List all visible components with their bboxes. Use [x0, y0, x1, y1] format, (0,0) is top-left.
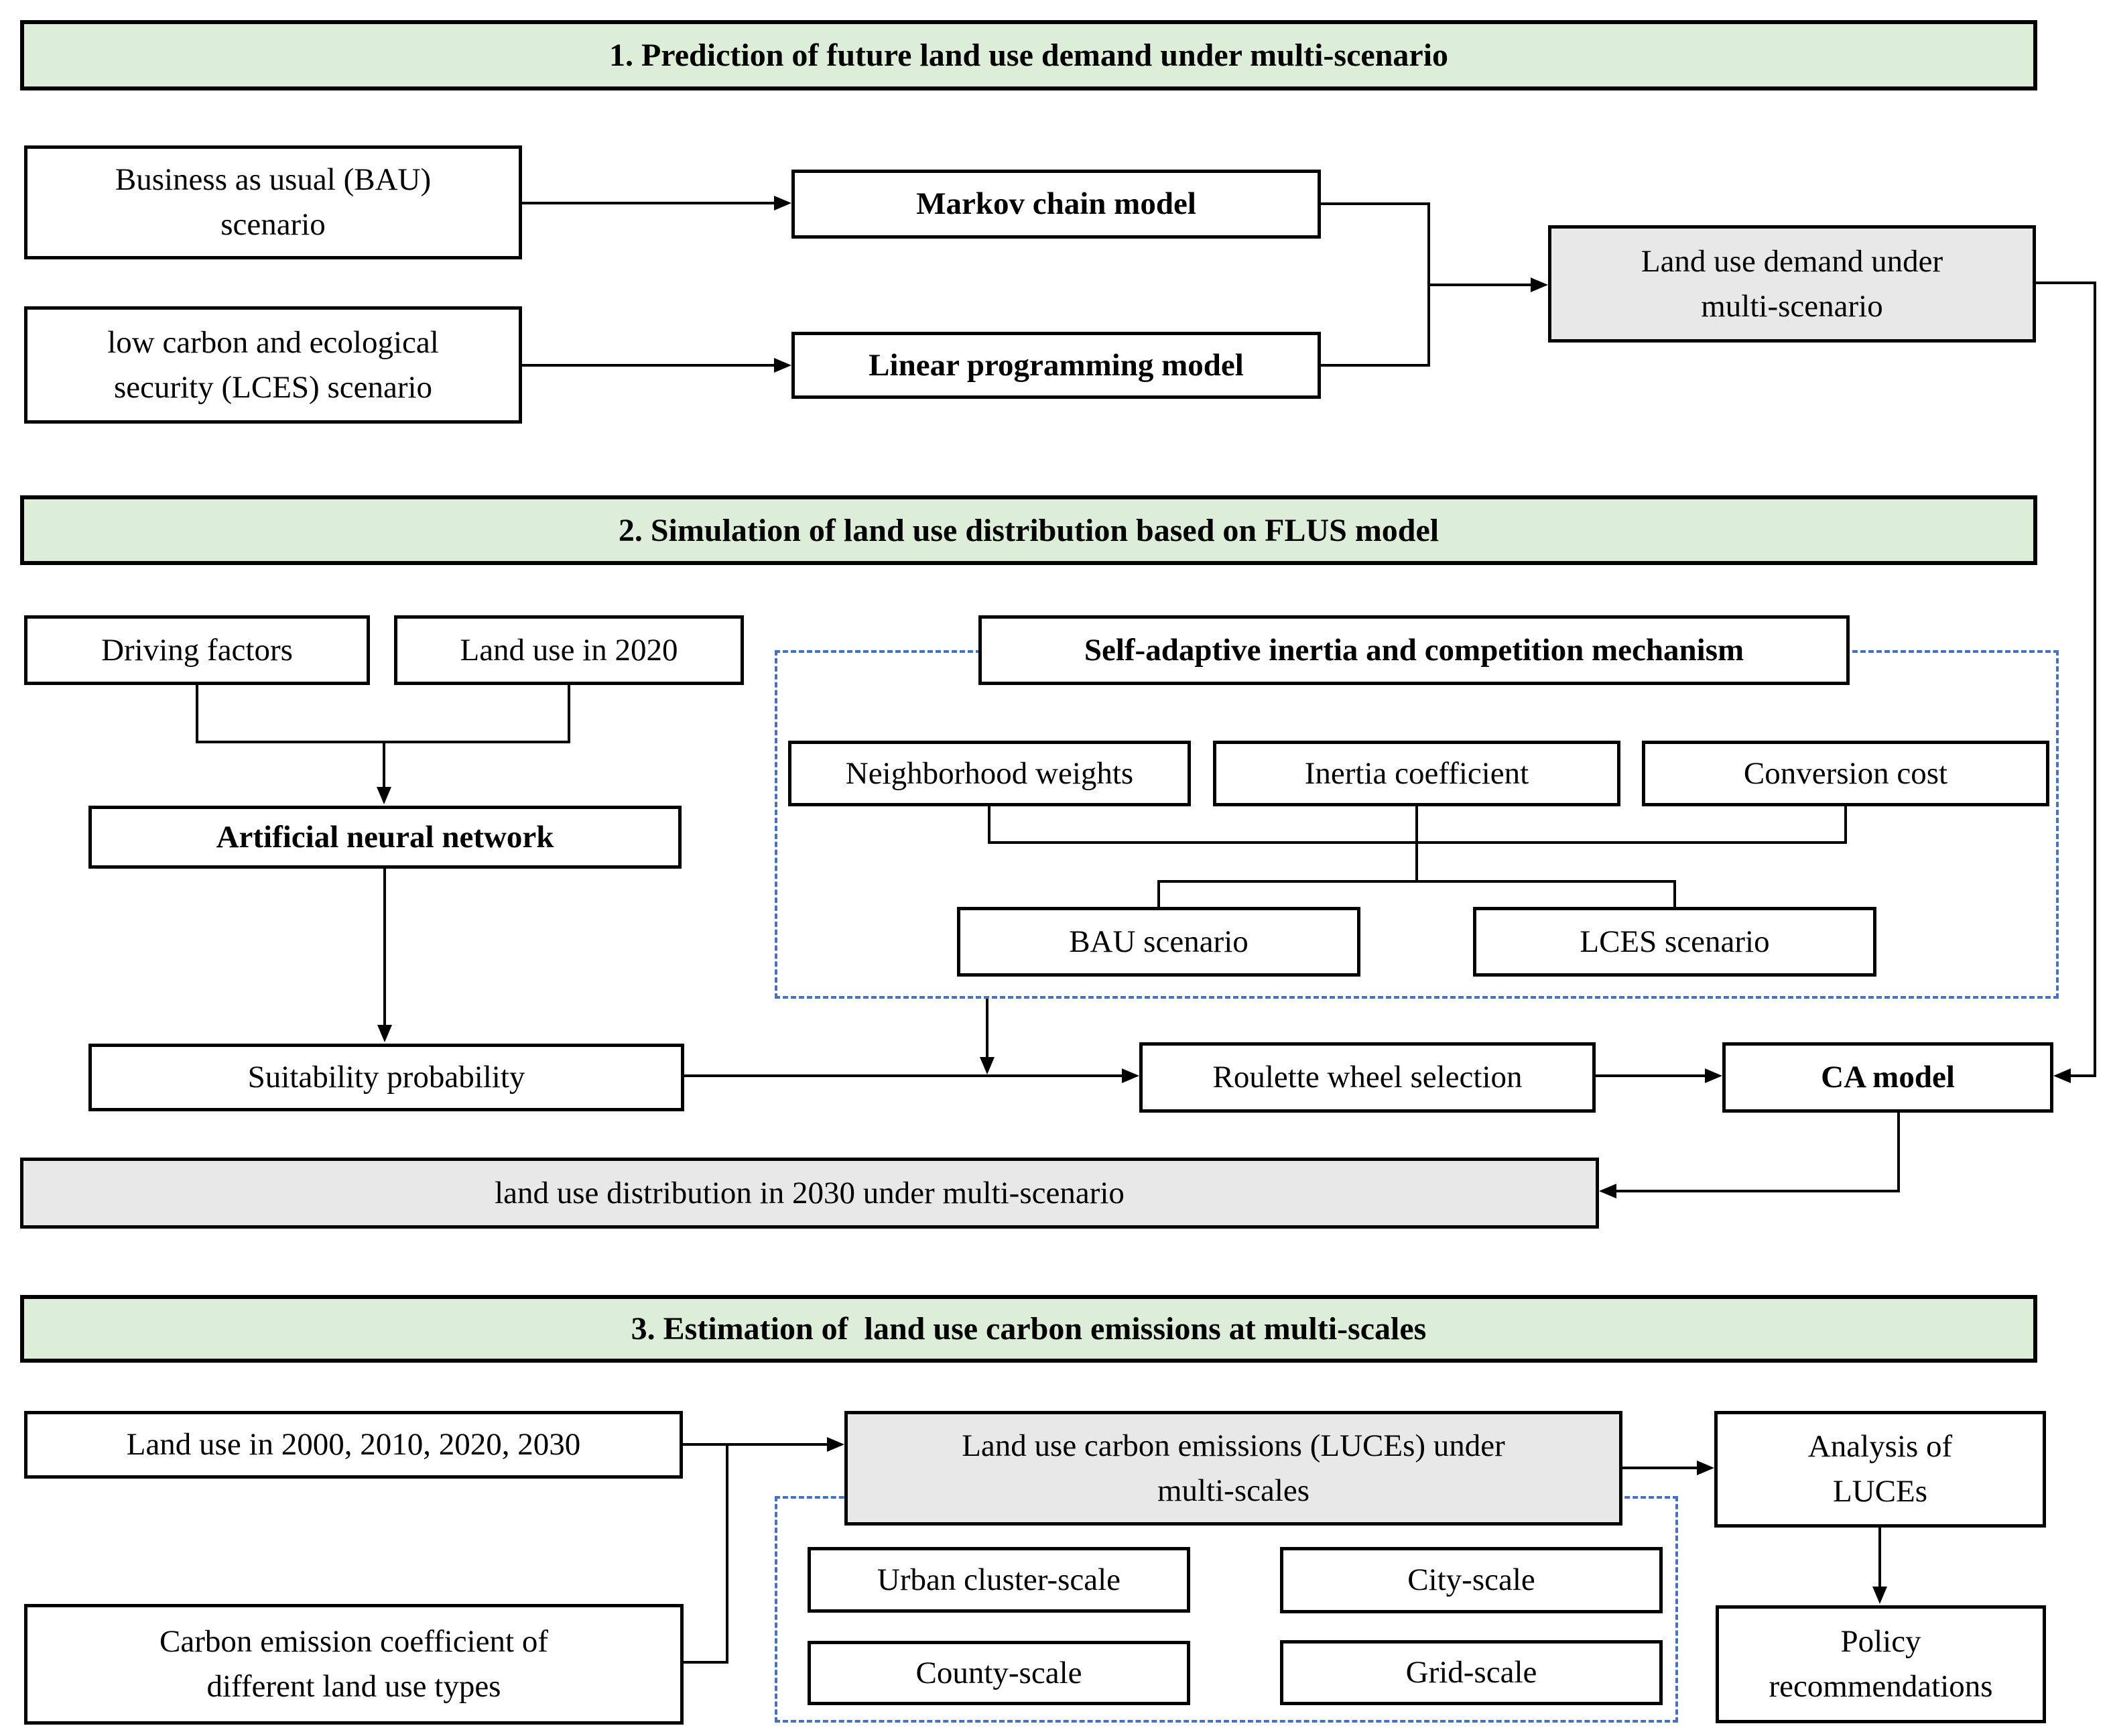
section-header-2: 2. Simulation of land use distribution b…: [20, 495, 2037, 565]
connector-line: [988, 841, 1847, 844]
connector-line: [1321, 364, 1430, 367]
node-linear-programming-model: Linear programming model: [791, 332, 1321, 399]
node-neighborhood-weights: Neighborhood weights: [788, 741, 1191, 806]
node-markov-chain-model: Markov chain model: [791, 170, 1321, 239]
connector-line: [986, 999, 988, 1057]
arrowhead-right-icon: [1705, 1068, 1722, 1083]
connector-line: [1878, 1528, 1881, 1587]
connector-line: [2071, 1074, 2095, 1077]
connector-line: [1616, 1190, 1899, 1192]
arrowhead-right-icon: [774, 358, 791, 373]
arrowhead-down-icon: [377, 1025, 392, 1042]
node-bau-input: Business as usual (BAU) scenario: [24, 145, 522, 259]
connector-line: [1157, 880, 1676, 883]
node-analysis-of-luces: Analysis of LUCEs: [1714, 1411, 2046, 1528]
node-land-use-years: Land use in 2000, 2010, 2020, 2030: [24, 1411, 683, 1479]
node-self-adaptive-mechanism: Self-adaptive inertia and competition me…: [978, 615, 1850, 685]
connector-line: [1157, 880, 1160, 910]
node-conversion-cost: Conversion cost: [1642, 741, 2049, 806]
connector-line: [684, 1661, 728, 1664]
node-inertia-coefficient: Inertia coefficient: [1213, 741, 1620, 806]
arrowhead-left-icon: [2053, 1068, 2071, 1083]
connector-line: [2036, 282, 2096, 284]
section-header-3: 3. Estimation of land use carbon emissio…: [20, 1295, 2037, 1363]
node-carbon-emission-coefficient: Carbon emission coefficient of different…: [24, 1604, 684, 1725]
node-lces-scenario: LCES scenario: [1473, 907, 1876, 977]
node-artificial-neural-network: Artificial neural network: [88, 806, 682, 869]
arrowhead-right-icon: [827, 1437, 844, 1452]
arrowhead-down-icon: [377, 787, 391, 804]
connector-line: [1844, 805, 1847, 844]
node-grid-scale: Grid-scale: [1280, 1640, 1663, 1705]
node-suitability-probability: Suitability probability: [88, 1044, 684, 1111]
arrowhead-right-icon: [1697, 1461, 1714, 1475]
connector-line: [383, 867, 386, 1026]
connector-line: [1596, 1074, 1705, 1077]
connector-line: [522, 364, 774, 367]
node-policy-recommendations: Policy recommendations: [1716, 1605, 2046, 1723]
connector-line: [1429, 284, 1531, 286]
arrowhead-right-icon: [1531, 277, 1548, 292]
connector-line: [684, 1074, 1122, 1077]
node-roulette-wheel-selection: Roulette wheel selection: [1139, 1042, 1596, 1113]
node-ca-model: CA model: [1722, 1042, 2053, 1113]
section-header-1: 1. Prediction of future land use demand …: [20, 20, 2037, 90]
node-city-scale: City-scale: [1280, 1547, 1663, 1613]
node-luces-multi-scales: Land use carbon emissions (LUCEs) under …: [844, 1411, 1622, 1526]
connector-line: [196, 684, 198, 743]
connector-line: [1321, 202, 1430, 205]
node-driving-factors: Driving factors: [24, 615, 370, 685]
connector-line: [726, 1444, 728, 1664]
connector-line: [2094, 282, 2096, 1077]
connector-line: [1673, 880, 1676, 910]
connector-line: [568, 684, 570, 743]
connector-line: [1622, 1467, 1697, 1469]
node-land-use-demand: Land use demand under multi-scenario: [1548, 225, 2036, 343]
arrowhead-left-icon: [1599, 1184, 1616, 1198]
arrowhead-down-icon: [980, 1057, 995, 1074]
connector-line: [522, 202, 774, 204]
connector-line: [683, 1443, 827, 1446]
arrowhead-right-icon: [1122, 1068, 1139, 1083]
node-urban-cluster-scale: Urban cluster-scale: [808, 1547, 1190, 1613]
connector-line: [1415, 805, 1418, 883]
connector-line: [988, 805, 990, 844]
node-county-scale: County-scale: [808, 1641, 1190, 1705]
arrowhead-right-icon: [774, 196, 791, 210]
node-bau-scenario: BAU scenario: [957, 907, 1360, 977]
arrowhead-down-icon: [1872, 1587, 1887, 1604]
connector-line: [383, 742, 385, 788]
node-land-use-2020: Land use in 2020: [394, 615, 744, 685]
node-lces-input: low carbon and ecological security (LCES…: [24, 306, 522, 424]
connector-line: [1897, 1111, 1900, 1192]
node-land-use-distribution-2030: land use distribution in 2030 under mult…: [20, 1158, 1599, 1229]
